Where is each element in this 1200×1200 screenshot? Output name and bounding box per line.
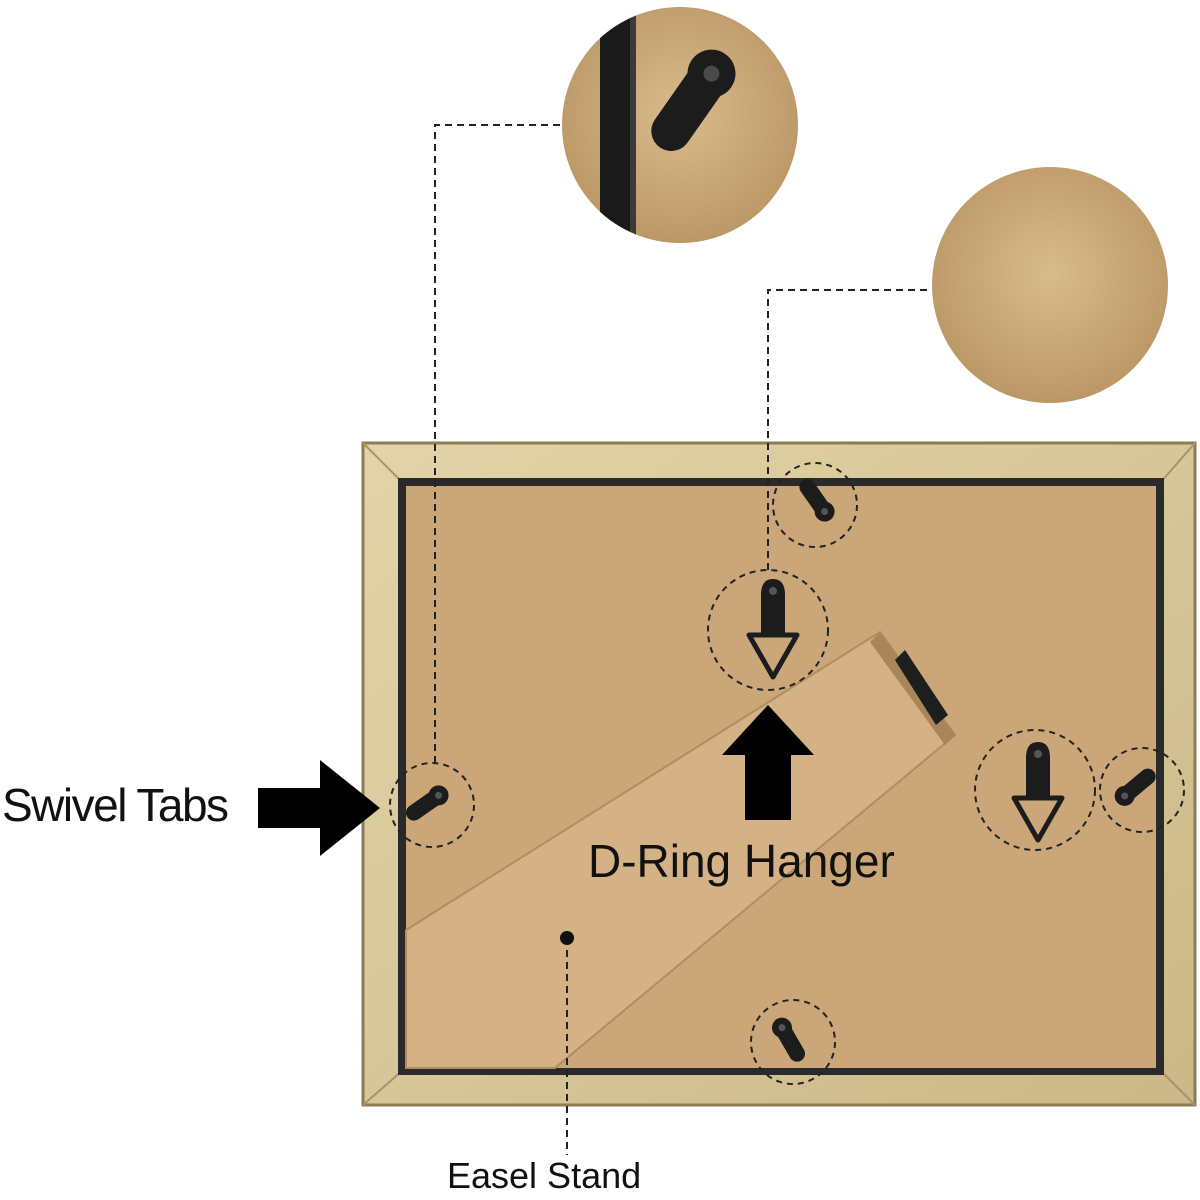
- swivel-tabs-label: Swivel Tabs: [2, 779, 229, 831]
- swivel-tab-icon: [405, 785, 449, 821]
- easel-stand: [405, 630, 957, 1069]
- swivel-tab-icon: [772, 1017, 805, 1062]
- d-ring-hanger-icon: [746, 579, 800, 680]
- leader-lines: [434, 124, 932, 1155]
- zoom-swivel-tab: [562, 7, 798, 243]
- arrow-up-icon: [722, 705, 814, 820]
- d-ring-hanger-label: D-Ring Hanger: [588, 835, 895, 887]
- highlight-circles: [389, 462, 1185, 1085]
- zoom-d-ring: [932, 167, 1168, 403]
- easel-stand-label: Easel Stand: [447, 1155, 642, 1196]
- d-ring-hanger-icon: [1011, 742, 1065, 843]
- swivel-tab-icon: [1114, 768, 1156, 806]
- easel-marker-dot: [560, 931, 574, 945]
- arrow-right-icon: [258, 760, 380, 856]
- swivel-tab-icon: [799, 478, 835, 522]
